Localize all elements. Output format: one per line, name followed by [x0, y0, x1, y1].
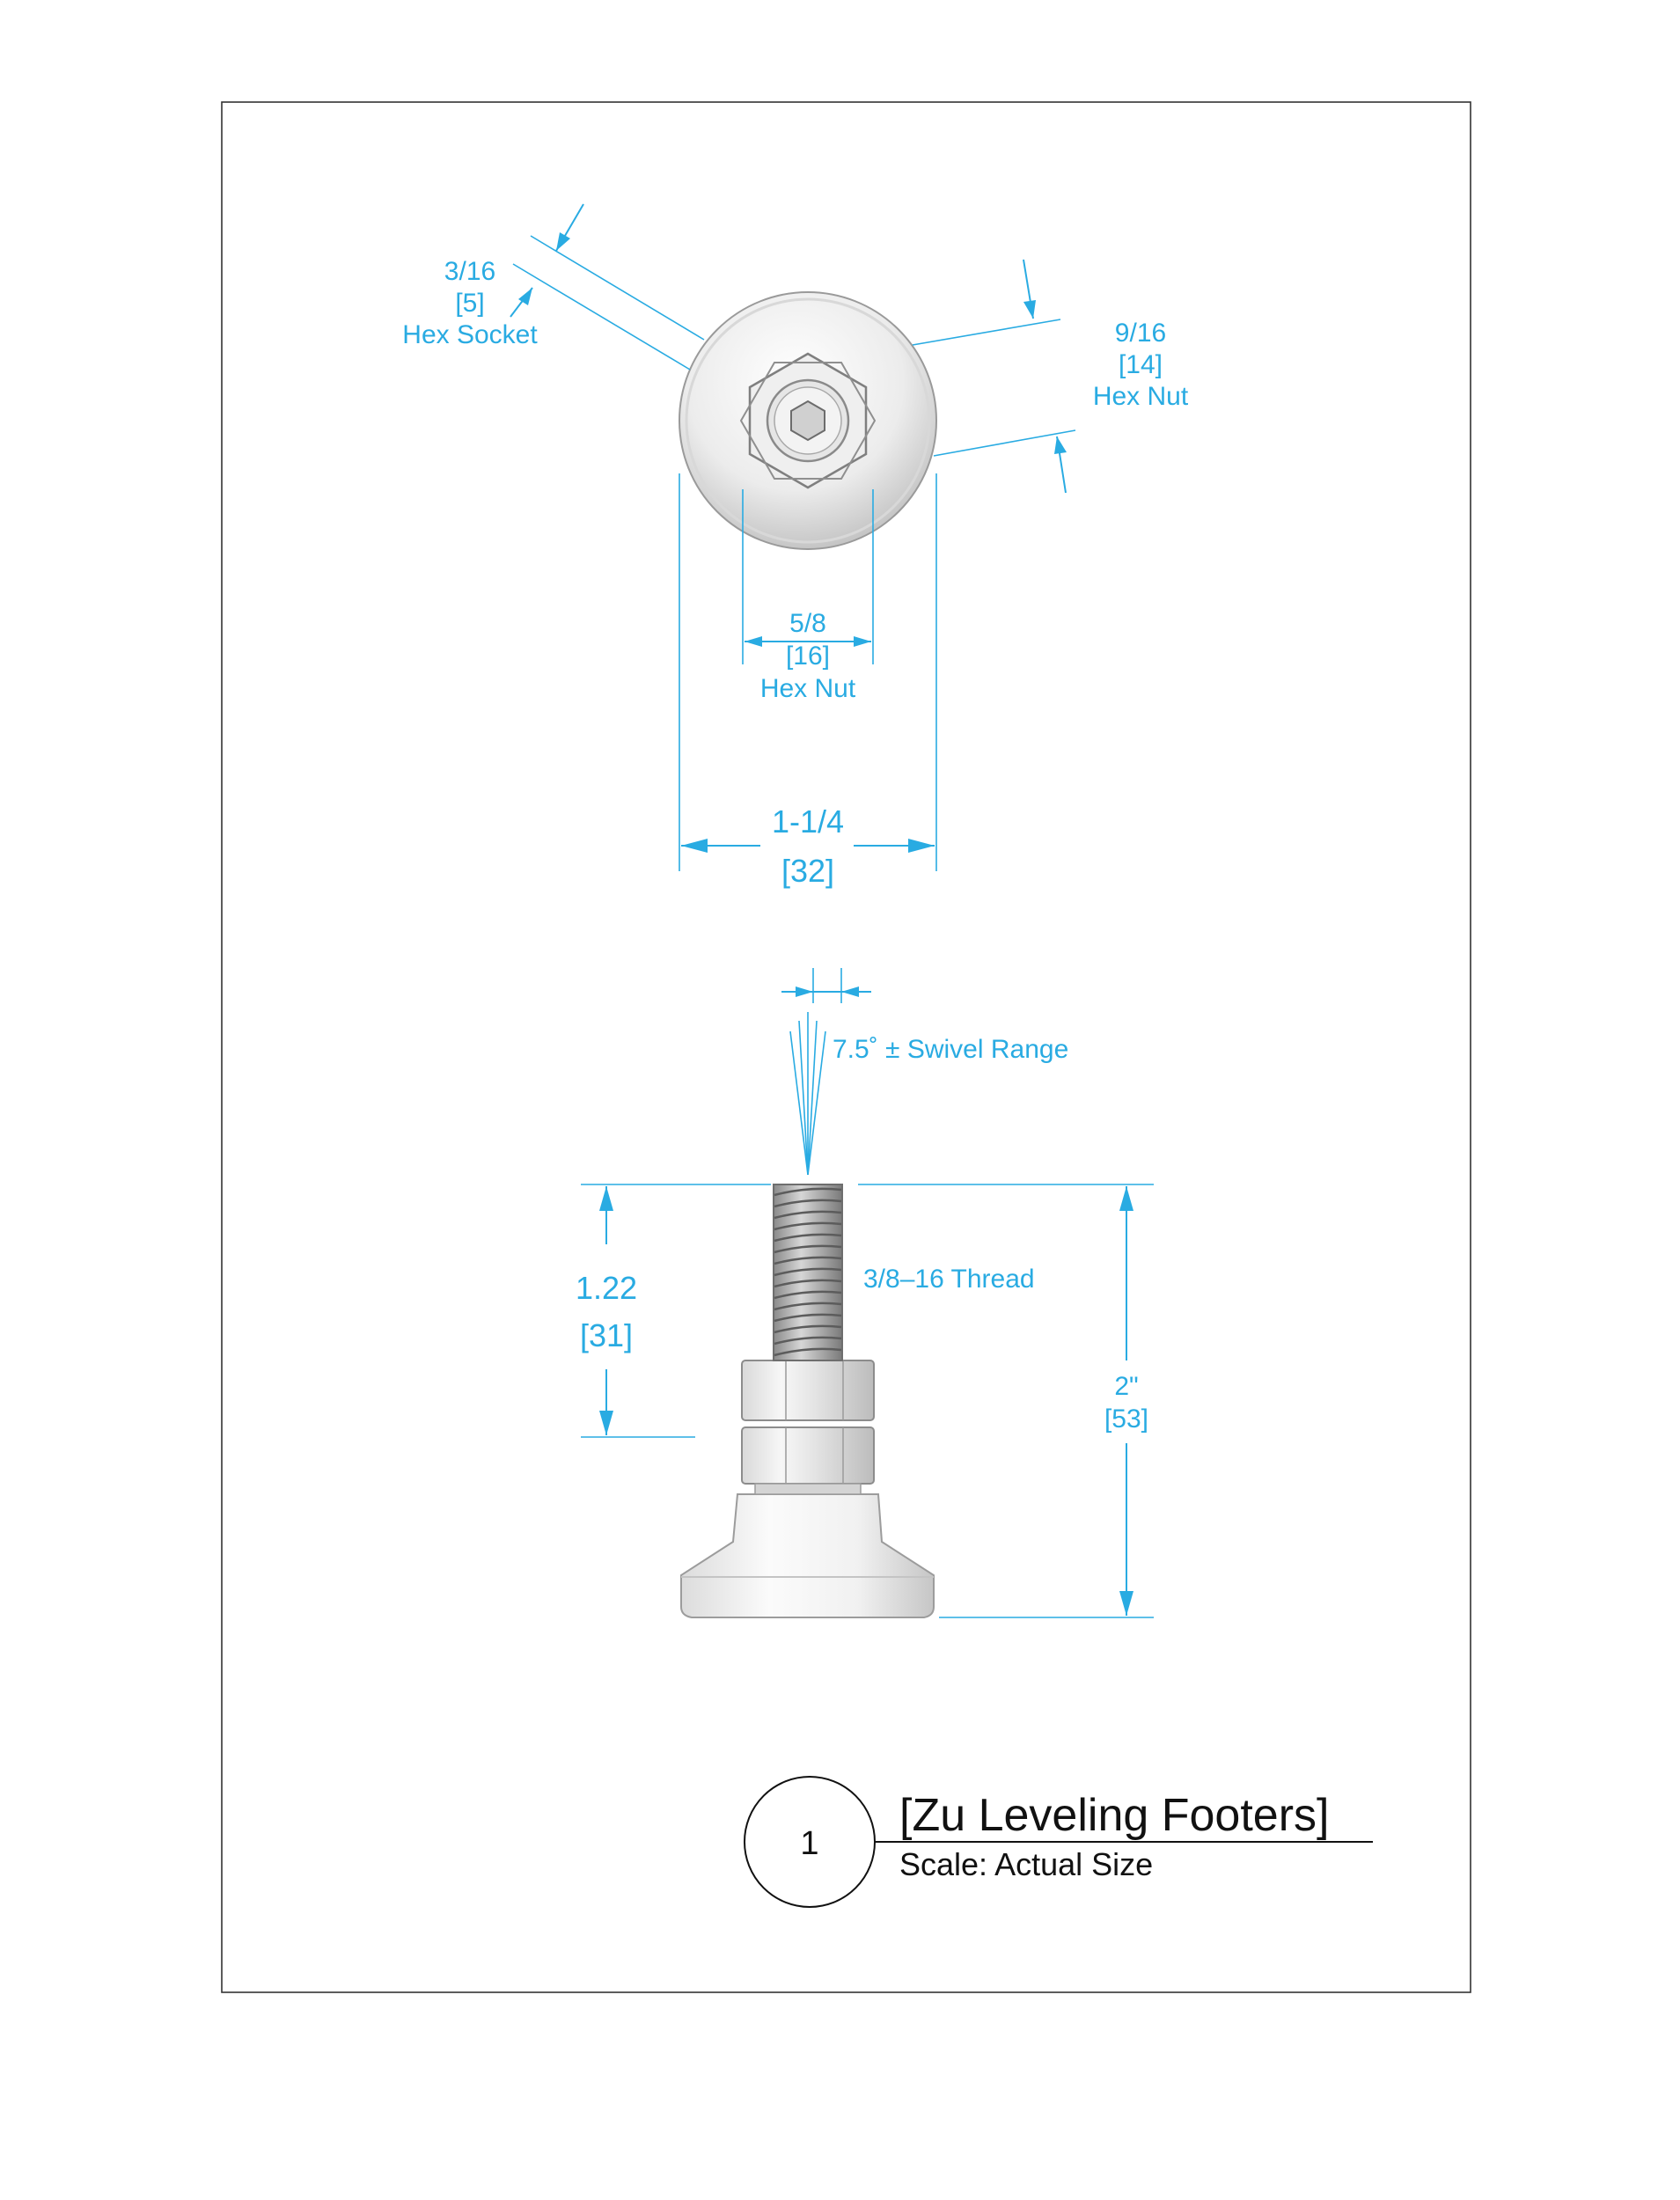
base-diameter-fraction: 1-1/4	[772, 803, 844, 840]
thread-line	[774, 1336, 842, 1346]
thread-line	[774, 1233, 842, 1243]
hex-nut-width-mm: [16]	[786, 642, 830, 671]
thread-line	[774, 1290, 842, 1300]
base-diameter-mm: [32]	[781, 853, 834, 889]
thread-line	[774, 1199, 842, 1208]
overall-height-mm: [53]	[1104, 1404, 1148, 1434]
hex-nut-af-label: Hex Nut	[1093, 382, 1189, 411]
hex-nut-width-label: Hex Nut	[760, 674, 856, 703]
stud-height-in: 1.22	[576, 1270, 637, 1306]
hex-nut-af-fraction: 9/16	[1115, 319, 1166, 348]
thread-line	[774, 1302, 842, 1311]
drawing-title: [Zu Leveling Footers]	[899, 1790, 1329, 1841]
thread-line	[774, 1267, 842, 1277]
thread-line	[774, 1256, 842, 1265]
thread-line	[774, 1221, 842, 1231]
hex-socket-fraction: 3/16	[444, 257, 495, 286]
overall-height-in: 2"	[1114, 1372, 1138, 1401]
view-number: 1	[800, 1825, 818, 1862]
thread-line	[774, 1324, 842, 1334]
lower-hex-nut	[741, 1426, 875, 1485]
upper-hex-nut	[741, 1360, 875, 1421]
thread-line	[774, 1279, 842, 1288]
hex-nut-width-fraction: 5/8	[789, 609, 826, 638]
hex-socket-label: Hex Socket	[402, 320, 538, 349]
thread-label: 3/8–16 Thread	[863, 1265, 1035, 1294]
top-view-dimensions	[510, 203, 1076, 871]
sheet-border	[221, 101, 1471, 1993]
thread-line	[774, 1244, 842, 1254]
title-block: 1 [Zu Leveling Footers] Scale: Actual Si…	[744, 1776, 1373, 1908]
thread-line	[774, 1313, 842, 1323]
thread-line	[774, 1347, 842, 1357]
hex-socket-mm: [5]	[455, 289, 484, 318]
base-disc-rim	[685, 297, 931, 544]
drawing-scale: Scale: Actual Size	[899, 1846, 1153, 1882]
thread-line	[774, 1187, 842, 1197]
base-foot	[680, 1493, 935, 1618]
hex-nut-af-mm: [14]	[1119, 350, 1163, 379]
side-view-dimensions	[581, 968, 1154, 1618]
hex-socket	[790, 400, 825, 442]
thread-pitch-lines	[774, 1187, 842, 1357]
side-view	[680, 1184, 935, 1618]
top-view	[679, 291, 937, 550]
hex-nut-rotated	[739, 362, 877, 480]
swivel-range-label: 7.5˚ ± Swivel Range	[833, 1035, 1068, 1064]
stud-height-mm: [31]	[580, 1317, 633, 1353]
thread-line	[774, 1210, 842, 1220]
